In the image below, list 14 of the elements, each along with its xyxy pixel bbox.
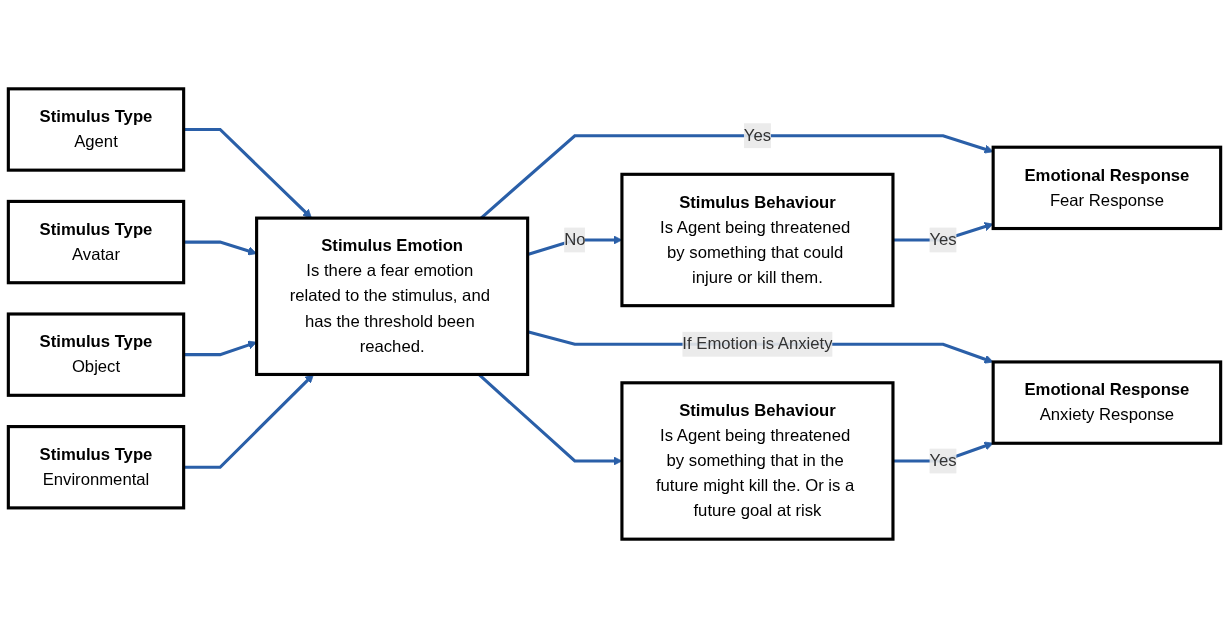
node-box: Stimulus Type Avatar xyxy=(6,199,186,285)
edge-label: Yes xyxy=(929,451,957,470)
node-box: Stimulus Type Object xyxy=(6,312,186,397)
edge-label: If Emotion is Anxiety xyxy=(682,334,833,353)
node-box: Stimulus Type Environmental xyxy=(6,425,186,510)
node-box: Stimulus Emotion Is there a fear emotion related to the stimulus, and has the threshold been reached. xyxy=(255,216,530,377)
node-box: Emotional Response Anxiety Response xyxy=(991,360,1223,445)
edge-label: Yes xyxy=(929,230,957,249)
edge-label: Yes xyxy=(743,126,772,145)
edge-label: No xyxy=(564,230,586,249)
node-box: Stimulus Behaviour Is Agent being threatened by something that could injure or kill them. xyxy=(620,172,895,308)
node-box: Stimulus Type Agent xyxy=(6,87,186,172)
node-box: Emotional Response Fear Response xyxy=(991,145,1223,231)
node-box: Stimulus Behaviour Is Agent being threatened by something that in the future might kill the. Or is a future goal at risk xyxy=(620,381,895,541)
